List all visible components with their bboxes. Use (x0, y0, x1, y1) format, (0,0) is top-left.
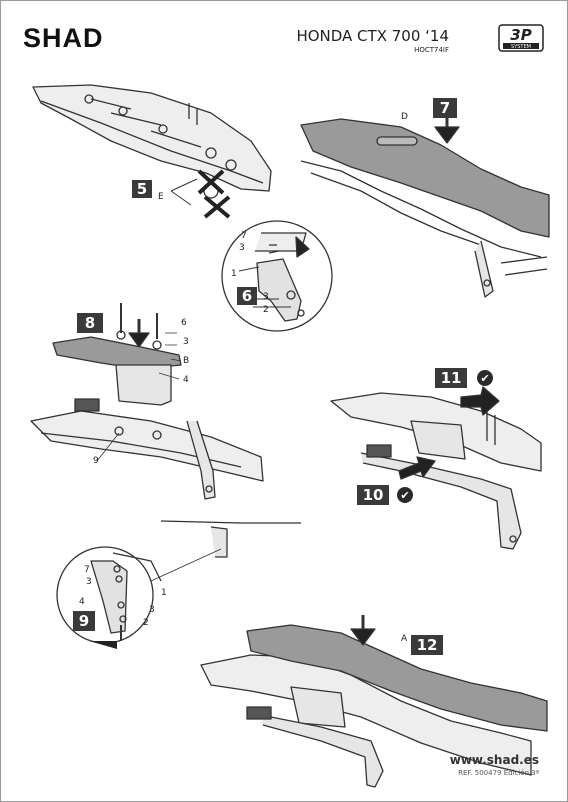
step-9-badge: 9 (73, 611, 95, 631)
label-7: 7 (84, 565, 90, 575)
label-1: 1 (161, 588, 167, 598)
step-10-badge: 10 (357, 485, 389, 505)
step-6-badge: 6 (237, 287, 257, 305)
fender-illustration-top-left (32, 84, 272, 199)
reference-edition: REF. 500479 Edición 3ª (458, 769, 539, 777)
label-3: 3 (239, 243, 245, 253)
label-2: 2 (143, 618, 149, 628)
label-7: 7 (241, 231, 247, 241)
rack-installed-illustration (330, 392, 542, 550)
model-title: HONDA CTX 700 ‘14 (296, 27, 449, 45)
step-12-badge: 12 (411, 635, 443, 655)
check-icon: ✔ (477, 370, 493, 386)
brand-logo: SHAD (23, 23, 104, 53)
seat-installed-illustration (200, 624, 548, 788)
seat-removed-illustration (300, 118, 550, 298)
badge-big-text: 3P (510, 26, 531, 44)
step-5-badge: 5 (132, 180, 152, 198)
website-link[interactable]: www.shad.es (449, 753, 539, 767)
label-1: 1 (231, 269, 237, 279)
removed-part-crosses (197, 169, 231, 219)
rack-plate-illustration (30, 303, 301, 558)
label-3: 3 (183, 337, 189, 347)
step-7-badge: 7 (433, 98, 457, 118)
label-e: E (158, 192, 164, 202)
badge-small-text: SYSTEM (511, 44, 531, 50)
step-11-badge: 11 (435, 368, 467, 388)
step-8-badge: 8 (77, 313, 103, 333)
label-9: 9 (93, 456, 99, 466)
3p-system-badge: 3P SYSTEM (497, 23, 545, 53)
label-3: 3 (149, 605, 155, 615)
label-4: 4 (79, 597, 85, 607)
label-4: 4 (183, 375, 189, 385)
label-3: 3 (86, 577, 92, 587)
label-3: 3 (263, 292, 269, 302)
label-6: 6 (181, 318, 187, 328)
label-d: D (401, 112, 408, 122)
label-2: 2 (263, 305, 269, 315)
label-a: A (401, 634, 408, 644)
model-code: HOCT74IF (414, 46, 449, 54)
label-b: B (183, 356, 190, 366)
check-icon: ✔ (397, 487, 413, 503)
